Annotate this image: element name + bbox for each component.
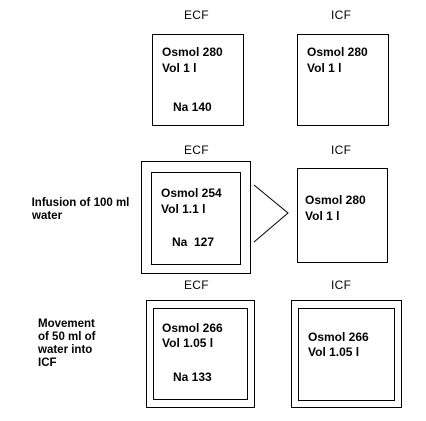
row2-label-line1: Infusion of 100 ml — [31, 197, 130, 209]
row2-ecf-inner-box: Osmol 254 Vol 1.1 l Na 127 — [151, 172, 241, 265]
row2-ecf-na: Na 127 — [172, 235, 215, 249]
row2-ecf-outer-box: Osmol 254 Vol 1.1 l Na 127 — [141, 161, 251, 274]
row1-icf-osmol: Osmol 280 — [307, 45, 368, 59]
row3-icf-outer-box: Osmol 266 Vol 1.05 l — [291, 300, 402, 408]
row1-ecf-na: Na 140 — [173, 100, 212, 114]
row1-ecf-osmol: Osmol 280 — [162, 45, 223, 59]
row1-icf-header: ICF — [331, 8, 352, 22]
row2-ecf-header: ECF — [184, 143, 209, 157]
row2-icf-osmol: Osmol 280 — [305, 193, 366, 207]
row1-ecf-box: Osmol 280 Vol 1 l Na 140 — [152, 34, 244, 126]
row3-icf-header: ICF — [331, 278, 352, 292]
water-shift-arrow-icon — [253, 184, 289, 243]
row3-label: Movement of 50 ml of water into ICF — [38, 318, 138, 370]
row3-icf-vol: Vol 1.05 l — [308, 345, 360, 359]
row2-ecf-osmol: Osmol 254 — [161, 186, 222, 200]
row1-icf-vol: Vol 1 l — [307, 61, 342, 75]
row3-ecf-outer-box: Osmol 266 Vol 1.05 l Na 133 — [146, 300, 255, 408]
row3-ecf-osmol: Osmol 266 — [162, 321, 223, 335]
row3-label-line3: water into — [38, 344, 93, 356]
row3-icf-osmol: Osmol 266 — [308, 330, 369, 344]
row2-icf-header: ICF — [331, 143, 352, 157]
row2-label: Infusion of 100 ml water — [18, 197, 143, 223]
row1-ecf-vol: Vol 1 l — [162, 61, 197, 75]
row1-icf-box: Osmol 280 Vol 1 l — [297, 34, 389, 126]
row3-icf-inner-box: Osmol 266 Vol 1.05 l — [298, 308, 395, 401]
row3-label-line4: ICF — [38, 357, 57, 369]
row2-ecf-vol: Vol 1.1 l — [161, 202, 206, 216]
row1-ecf-header: ECF — [184, 8, 209, 22]
row3-label-line1: Movement — [38, 318, 95, 330]
row3-label-line2: of 50 ml of — [38, 331, 96, 343]
row3-ecf-inner-box: Osmol 266 Vol 1.05 l Na 133 — [153, 308, 248, 400]
row3-ecf-header: ECF — [184, 278, 209, 292]
row2-icf-box: Osmol 280 Vol 1 l — [297, 168, 388, 263]
row2-label-line2: water — [32, 210, 63, 222]
row2-icf-vol: Vol 1 l — [305, 209, 340, 223]
row3-ecf-vol: Vol 1.05 l — [162, 336, 214, 350]
row3-ecf-na: Na 133 — [173, 370, 212, 384]
